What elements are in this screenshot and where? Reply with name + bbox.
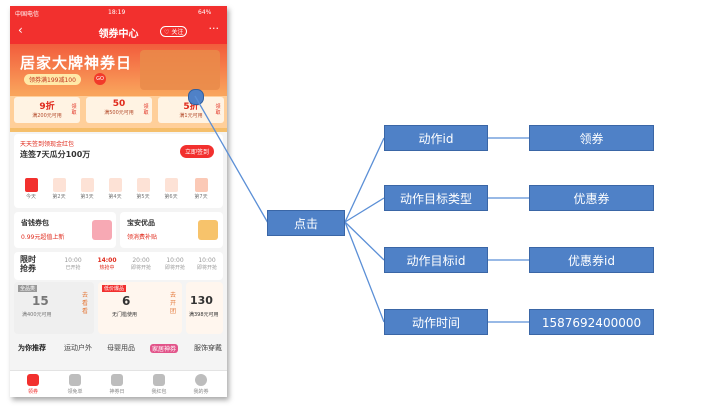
deal-card[interactable]: 全品类 15 满400元可用 去看看 — [14, 282, 94, 334]
promo-sub: 领消费补贴 — [127, 234, 158, 241]
marker-connector — [194, 95, 269, 224]
flash-label: 抢券 — [20, 264, 36, 273]
heart-icon: ♡ — [164, 29, 170, 36]
page-title: 领券中心 — [98, 29, 139, 40]
promo-title: 省钱券包 — [21, 219, 49, 227]
promo-card-baoan[interactable]: 宝安优品 领消费补贴 — [120, 212, 223, 248]
branch-line — [344, 221, 385, 323]
deal-action[interactable]: 去开团 — [170, 292, 177, 315]
status-time: 18:19 — [108, 9, 126, 16]
coupon-value: 9折 — [39, 102, 55, 112]
tab-home-coupon[interactable]: 家居神券 — [150, 344, 179, 353]
node-action-time-value: 1587692400000 — [529, 309, 654, 335]
node-click: 点击 — [267, 210, 345, 236]
checkin-button[interactable]: 立即签到 — [180, 145, 215, 158]
checkin-day[interactable]: 第7天 — [192, 178, 210, 200]
status-bar: 中国电信 18:19 64% — [10, 6, 227, 20]
node-target-type-value: 优惠券 — [529, 185, 654, 211]
coupon-value: 50 — [112, 99, 126, 109]
deal-value: 15 — [32, 294, 49, 308]
branch-line — [344, 137, 385, 223]
coupon-desc: 满1元可用 — [179, 113, 203, 119]
node-target-id-value: 优惠券id — [529, 247, 654, 273]
coupon-card[interactable]: 9折 满200元可用 领取 — [14, 97, 80, 123]
node-target-id: 动作目标id — [384, 247, 488, 273]
red-packet-icon — [153, 374, 165, 386]
carrier-label: 中国电信 — [15, 11, 40, 18]
checkin-day[interactable]: 第2天 — [50, 178, 68, 200]
deal-value: 130 — [190, 294, 213, 307]
promo-sub: 0.99元超值上新 — [21, 234, 65, 241]
node-target-type: 动作目标类型 — [384, 185, 488, 211]
branch-line — [344, 221, 385, 261]
nav-bar: ‹ 领券中心 ♡ 关注 ··· — [10, 20, 227, 44]
deal-tag: 全品类 — [18, 285, 38, 292]
checkin-day[interactable]: 第4天 — [106, 178, 124, 200]
node-action-time: 动作时间 — [384, 309, 488, 335]
tab-baby[interactable]: 母婴用品 — [107, 344, 135, 352]
user-icon — [195, 374, 207, 386]
promo-title: 宝安优品 — [127, 219, 155, 227]
checkin-card: 天天签到领现金红包 连签7天瓜分100万 立即签到 — [14, 134, 223, 208]
node-action-id-value: 领券 — [529, 125, 654, 151]
checkin-day[interactable]: 第3天 — [78, 178, 96, 200]
coupon-card[interactable]: 50 满500元可用 领取 — [86, 97, 152, 123]
follow-button[interactable]: ♡ 关注 — [160, 26, 188, 37]
phone-screenshot: 中国电信 18:19 64% ‹ 领券中心 ♡ 关注 ··· 居家大牌神券日 领… — [10, 6, 227, 397]
tab-recommend[interactable]: 为你推荐 — [18, 344, 46, 352]
deal-card[interactable]: 130 满398元可用 — [186, 282, 223, 334]
checkin-line1: 天天签到领现金红包 — [20, 141, 75, 148]
coupon-desc: 满500元可用 — [104, 110, 134, 116]
calendar-icon — [111, 374, 123, 386]
deal-desc: 无门槛使用 — [112, 312, 138, 318]
banner-subtitle: 领券满199减100 — [24, 74, 81, 85]
banner-go-button[interactable]: GO — [94, 73, 106, 85]
tab-outdoor[interactable]: 运动户外 — [64, 344, 92, 352]
coupon-get[interactable]: 领取 — [143, 104, 149, 116]
coupon-value: 5折 — [183, 102, 199, 112]
back-icon[interactable]: ‹ — [18, 23, 23, 37]
flash-label: 限时 — [20, 255, 36, 264]
follow-label: 关注 — [171, 29, 184, 36]
checkin-line2: 连签7天瓜分100万 — [20, 150, 91, 159]
sofa-image — [140, 50, 220, 90]
battery-level: 64% — [198, 9, 212, 16]
deal-value: 6 — [122, 294, 131, 308]
promo-card-savings[interactable]: 省钱券包 0.99元超值上新 — [14, 212, 116, 248]
tab-apparel[interactable]: 服饰穿戴 — [194, 344, 222, 352]
coupon-desc: 满200元可用 — [32, 113, 62, 119]
more-icon[interactable]: ··· — [208, 22, 220, 35]
tabbar-item[interactable]: 我的券 — [186, 374, 216, 395]
tabbar-item[interactable]: 神券日 — [102, 374, 132, 395]
tabbar-item[interactable]: 领券 — [18, 374, 48, 395]
gift-icon — [198, 220, 218, 240]
checkin-day[interactable]: 第5天 — [134, 178, 152, 200]
tabbar-item[interactable]: 我红包 — [144, 374, 174, 395]
coupon-get[interactable]: 领取 — [215, 104, 221, 116]
banner-title: 居家大牌神券日 — [20, 54, 133, 72]
free-order-icon — [69, 374, 81, 386]
deal-tag: 低价爆品 — [102, 285, 127, 292]
deal-card[interactable]: 低价爆品 6 无门槛使用 去开团 — [98, 282, 182, 334]
deal-desc: 满400元可用 — [22, 312, 52, 318]
coupon-get[interactable]: 领取 — [71, 104, 77, 116]
coupon-icon — [27, 374, 39, 386]
branch-line — [344, 197, 385, 223]
bottom-tab-bar: 领券 领免单 神券日 我红包 我的券 — [10, 370, 227, 397]
tabbar-item[interactable]: 领免单 — [60, 374, 90, 395]
checkin-day[interactable]: 第6天 — [162, 178, 180, 200]
promo-banner[interactable]: 居家大牌神券日 领券满199减100 GO 9折 满200元可用 领取 50 满… — [10, 44, 227, 132]
gift-icon — [92, 220, 112, 240]
checkin-day[interactable]: 今天 — [22, 178, 40, 200]
deal-action[interactable]: 去看看 — [82, 292, 89, 315]
deal-desc: 满398元可用 — [189, 312, 219, 318]
node-action-id: 动作id — [384, 125, 488, 151]
